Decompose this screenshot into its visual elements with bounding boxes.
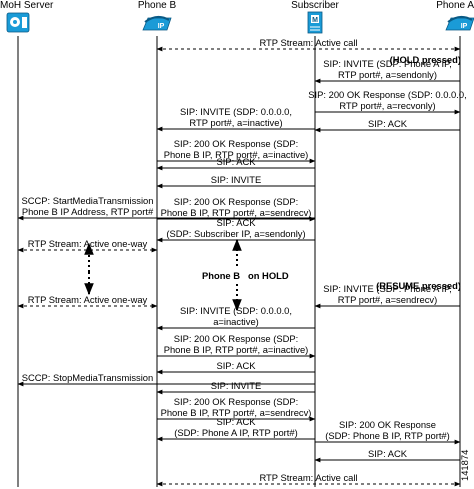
message-20: SIP: ACK(SDP: Phone A IP, RTP port#) [156,416,315,442]
message-2: SIP: 200 OK Response (SDP: 0.0.0.0,RTP p… [308,89,467,115]
message-label: SIP: INVITE (SDP: Phone A IP, [323,58,452,69]
message-0: RTP Stream: Active call [156,37,461,52]
message-label: (SDP: Phone A IP, RTP port#) [174,427,298,438]
message-label: SIP: ACK [368,448,408,459]
message-1: SIP: INVITE (SDP: Phone A IP,RTP port#, … [314,58,460,84]
message-23: RTP Stream: Active call [156,472,461,487]
header-subscriber: Subscriber [291,0,339,11]
phone-b-on-hold-annotation: Phone B on HOLD [84,238,289,312]
message-label: Phone B IP, RTP port#, a=inactive) [164,149,309,160]
message-8: SIP: 200 OK Response (SDP:Phone B IP, RT… [157,196,316,222]
message-6: SIP: ACK [156,156,315,171]
message-label: Phone B IP Address, RTP port# [22,206,154,217]
message-label: SCCP: StopMediaTransmission [22,372,153,383]
message-18: SIP: INVITE [156,380,315,395]
message-label: (SDP: Phone B IP, RTP port#) [325,430,450,441]
header-phoneA: Phone A [436,0,474,11]
moh-server-icon [6,12,30,33]
message-12: SIP: INVITE (SDP: Phone A IP,RTP port#, … [314,283,460,309]
message-label: SIP: 200 OK Response (SDP: [174,138,299,149]
message-label: RTP Stream: Active one-way [28,294,148,305]
resume-pressed-note: (RESUME pressed) [376,280,461,291]
message-3: SIP: INVITE (SDP: 0.0.0.0,RTP port#, a=i… [156,106,315,132]
message-label: Phone B IP, RTP port#, a=sendrecv) [161,407,312,418]
message-22: SIP: ACK [314,448,460,463]
message-label: SIP: ACK [216,217,256,228]
message-label: RTP Stream: Active one-way [28,238,148,249]
hold-pressed-note: (HOLD pressed) [390,54,461,65]
message-label: RTP port#, a=sendrecv) [338,294,437,305]
message-label: a=inactive) [213,316,259,327]
ip-phone-icon: IP [142,16,172,31]
message-16: SIP: ACK [156,360,315,375]
message-label: SIP: INVITE (SDP: 0.0.0.0, [180,305,292,316]
message-label: Phone B IP, RTP port#, a=inactive) [164,344,309,355]
message-19: SIP: 200 OK Response (SDP:Phone B IP, RT… [157,396,316,422]
message-14: SIP: INVITE (SDP: 0.0.0.0,a=inactive) [156,305,315,331]
message-label: RTP port#, a=inactive) [189,117,282,128]
message-label: RTP Stream: Active call [259,37,357,48]
message-label: SIP: ACK [368,118,408,129]
message-label: SIP: INVITE [211,380,262,391]
message-label: SIP: 200 OK Response (SDP: [174,396,299,407]
message-label: SCCP: StartMediaTransmission [22,195,154,206]
ip-phone-icon: IP [445,16,474,31]
message-11: RTP Stream: Active one-way [17,238,158,253]
message-label: SIP: INVITE (SDP: 0.0.0.0, [180,106,292,117]
message-label: SIP: ACK [216,156,256,167]
svg-text:IP: IP [461,23,468,30]
message-7: SIP: INVITE [156,174,315,189]
message-label: SIP: 200 OK Response (SDP: 0.0.0.0, [308,89,466,100]
message-label: RTP port#, a=sendonly) [338,69,437,80]
message-label: SIP: INVITE (SDP: Phone A IP, [323,283,452,294]
message-label: SIP: 200 OK Response (SDP: [174,333,299,344]
message-label: SIP: 200 OK Response [339,419,436,430]
message-label: SIP: 200 OK Response (SDP: [174,196,299,207]
on-hold-label-line2: on HOLD [248,270,289,281]
call-manager-server-icon: M [307,11,323,34]
header-moh: MoH Server [0,0,54,11]
svg-text:IP: IP [158,23,165,30]
message-21: SIP: 200 OK Response(SDP: Phone B IP, RT… [315,419,461,445]
message-15: SIP: 200 OK Response (SDP:Phone B IP, RT… [157,333,316,359]
message-label: SIP: ACK [216,360,256,371]
message-10: SIP: ACK(SDP: Subscriber IP, a=sendonly) [156,217,315,243]
message-label: SIP: ACK [216,416,256,427]
message-5: SIP: 200 OK Response (SDP:Phone B IP, RT… [157,138,316,164]
message-label: (SDP: Subscriber IP, a=sendonly) [166,228,305,239]
message-label: RTP port#, a=recvonly) [339,100,435,111]
message-13: RTP Stream: Active one-way [17,294,158,309]
on-hold-label-line1: Phone B [202,270,240,281]
svg-text:M: M [312,17,318,24]
message-label: RTP Stream: Active call [259,472,357,483]
message-4: SIP: ACK [314,118,460,133]
header-phoneB: Phone B [138,0,177,11]
figure-id: 141874 [459,450,470,481]
message-label: SIP: INVITE [211,174,262,185]
message-label: Phone B IP, RTP port#, a=sendrecv) [161,207,312,218]
message-17: SCCP: StopMediaTransmission [17,372,315,387]
